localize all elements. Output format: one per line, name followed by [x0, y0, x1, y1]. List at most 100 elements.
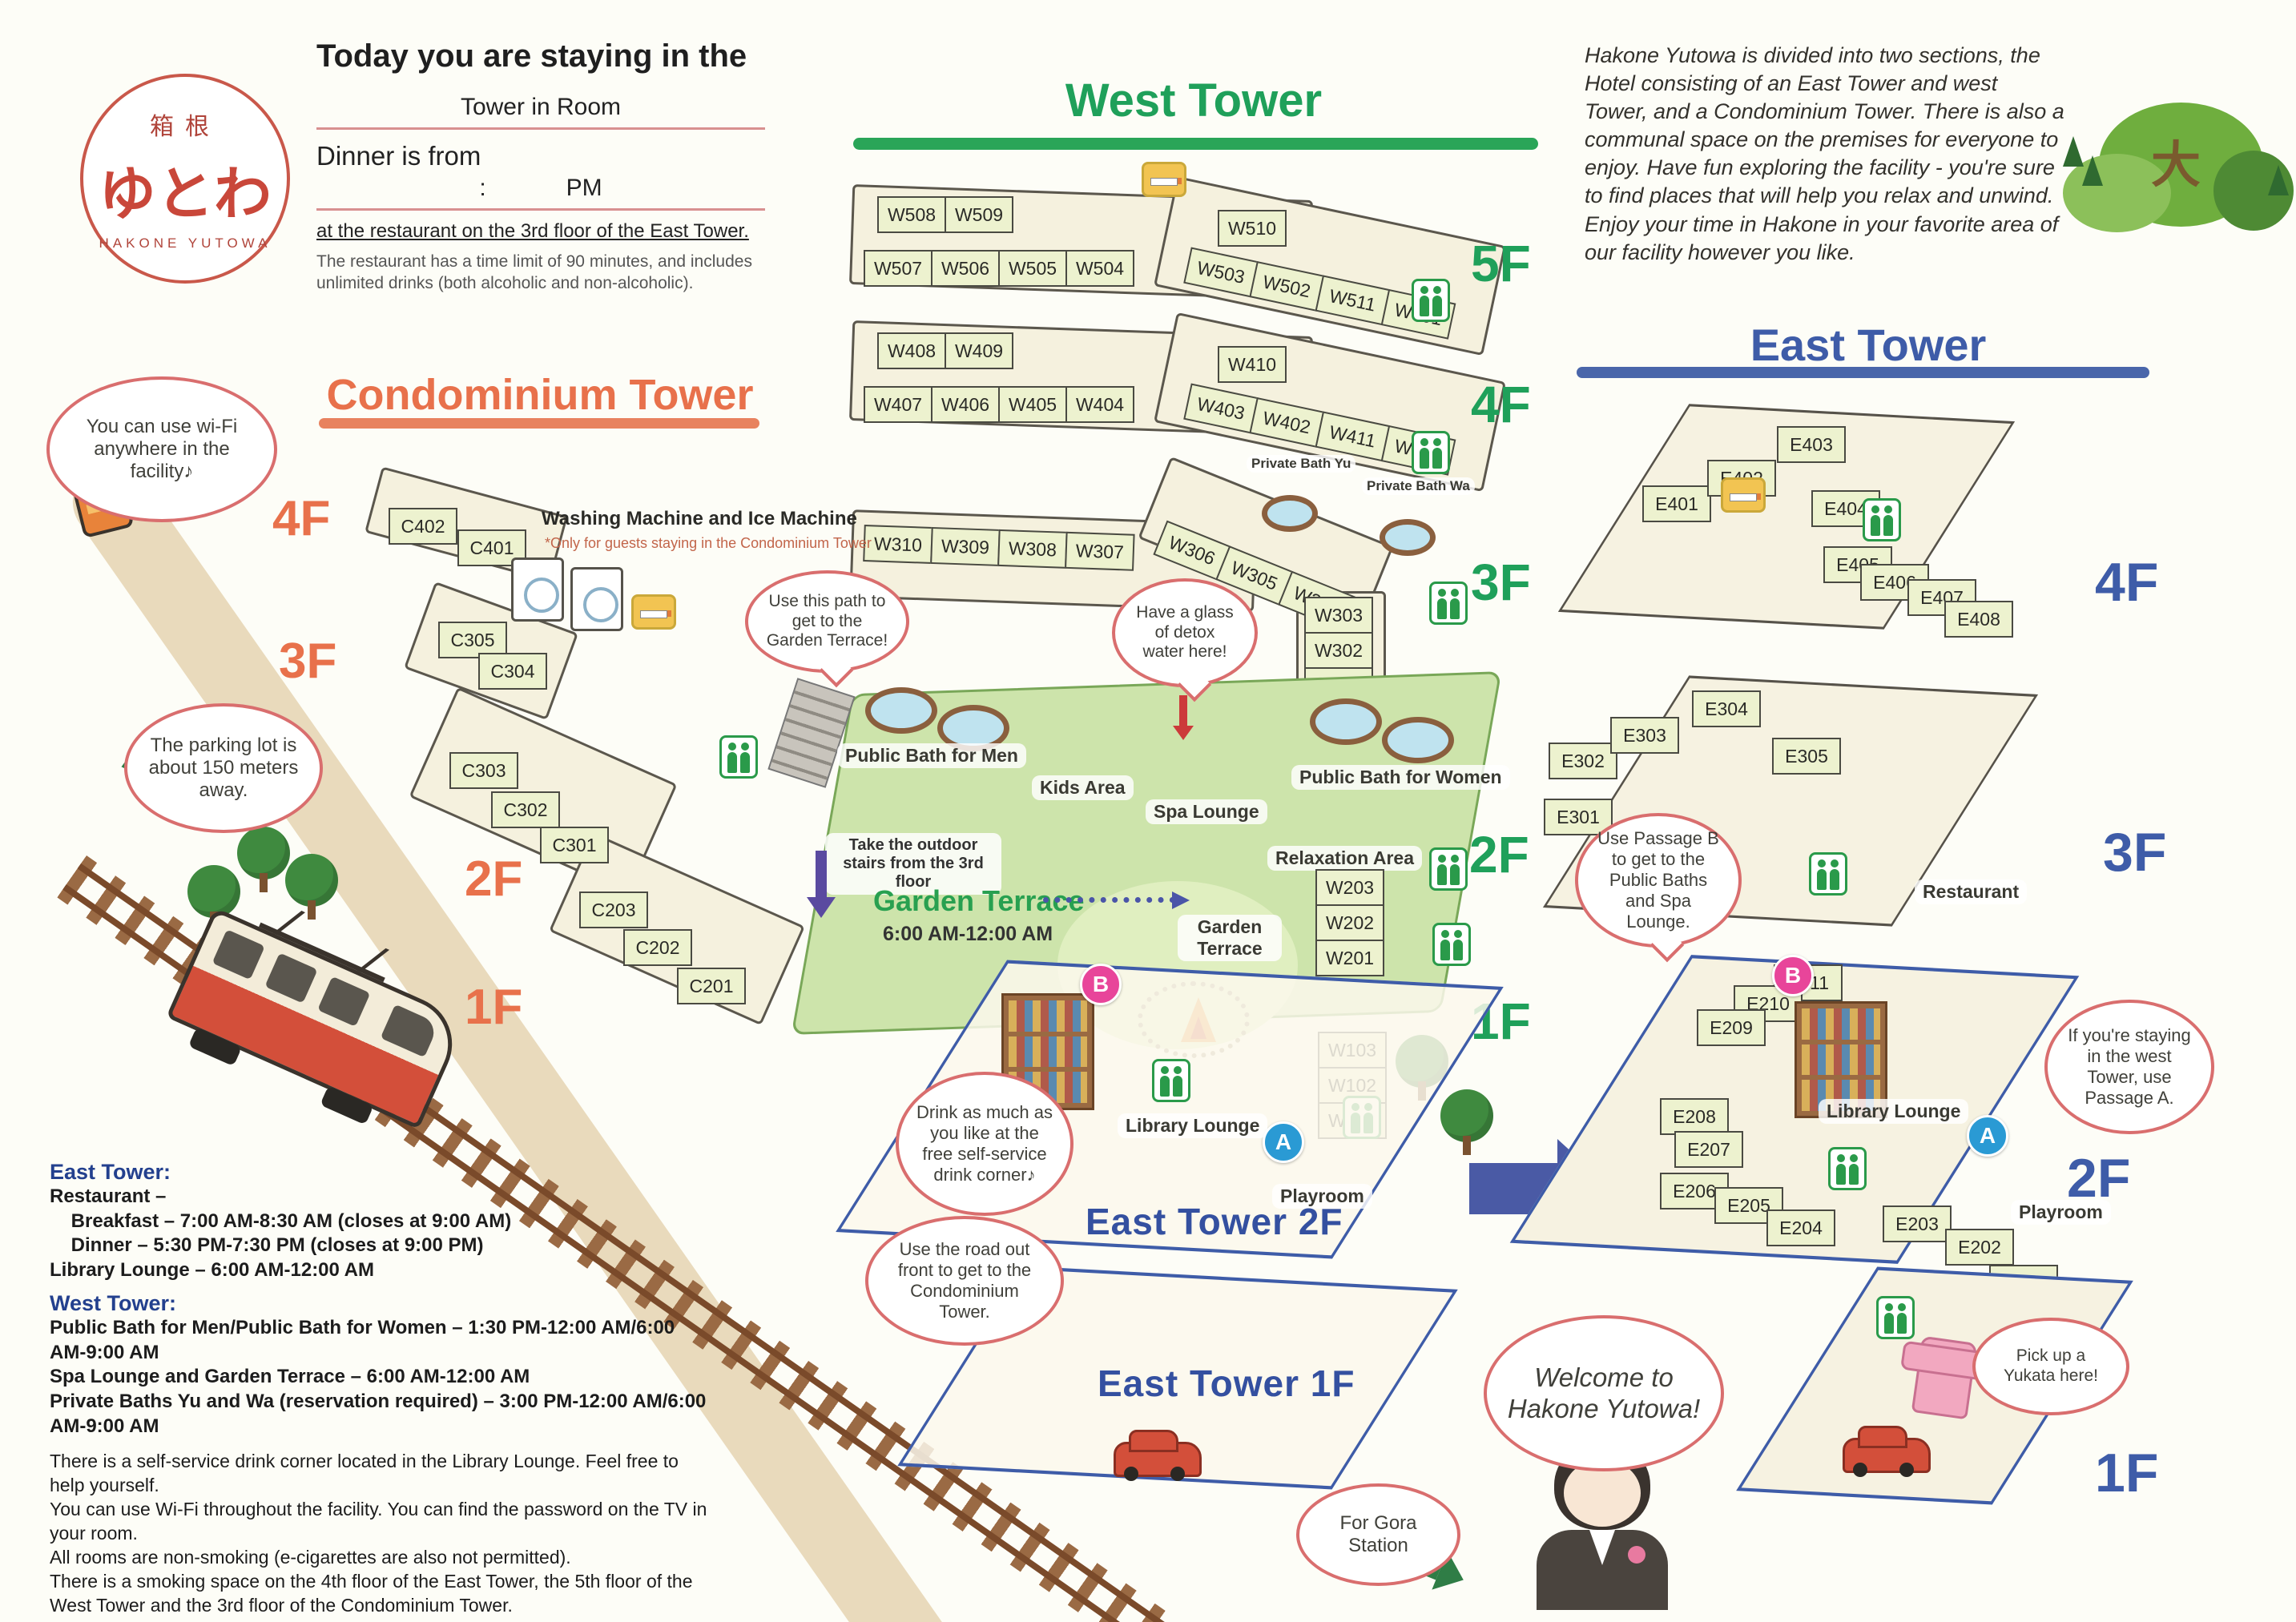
hours-info-panel: East Tower: Restaurant – Breakfast – 7:0…: [50, 1160, 715, 1622]
passage-a-bubble: If you're staying in the west Tower, use…: [2044, 1000, 2214, 1134]
west-4f-rooms-topright: W410: [1218, 346, 1287, 383]
hours-line: Restaurant –: [50, 1185, 167, 1207]
parking-bubble: The parking lot is about 150 meters away…: [124, 703, 323, 833]
room-cell: W407: [864, 386, 932, 423]
room-cell: W201: [1315, 940, 1384, 976]
room-cell: W405: [998, 386, 1067, 423]
playroom-label: Playroom: [2011, 1200, 2111, 1225]
room-cell: C202: [623, 929, 692, 966]
playroom-label: Playroom: [1272, 1184, 1372, 1209]
dotted-arrow-icon: [1043, 891, 1190, 909]
room-cell: W408: [877, 332, 946, 369]
library-lounge-label: Library Lounge: [1118, 1113, 1268, 1138]
room-cell: W406: [931, 386, 1000, 423]
restaurant-label: Restaurant: [1915, 879, 2028, 904]
car-icon: [1114, 1430, 1202, 1481]
smoking-area-icon: [1721, 477, 1766, 513]
passage-b-bubble: Use Passage B to get to the Public Baths…: [1575, 813, 1742, 948]
room-cell: E408: [1944, 601, 2013, 638]
east-1f-center-title: East Tower 1F: [1098, 1362, 1355, 1404]
condo-3f-label: 3F: [279, 634, 337, 689]
room-cell: C401: [457, 529, 526, 566]
west-title-underline: [853, 138, 1538, 150]
elevator-icon: [1828, 1147, 1867, 1190]
elevator-icon: [1412, 279, 1450, 322]
elevator-icon: [1429, 847, 1468, 891]
room-cell: W303: [1304, 597, 1373, 634]
passage-b-badge: B: [1772, 955, 1814, 996]
room-cell: W505: [998, 250, 1067, 287]
hours-line: Spa Lounge and Garden Terrace – 6:00 AM-…: [50, 1366, 530, 1388]
hours-note-line: All rooms are non-smoking (e-cigarettes …: [50, 1547, 571, 1568]
hours-note-line: There is a smoking space on the 4th floo…: [50, 1570, 693, 1616]
hours-line: Public Bath for Men/Public Bath for Wome…: [50, 1316, 679, 1363]
elevator-icon: [1809, 852, 1847, 896]
room-cell: C301: [540, 827, 609, 863]
mountain-character: 大: [2151, 138, 2201, 193]
washing-machine-icon: [511, 557, 564, 622]
elevator-icon: [1412, 431, 1450, 474]
elevator-icon: [1429, 582, 1468, 625]
west-5f-rooms-topright: W510: [1218, 210, 1287, 247]
east-1f-label: 1F: [2095, 1443, 2159, 1503]
bathtub-icon: [1380, 519, 1436, 556]
garden-terrace-map-label: Garden Terrace: [1178, 915, 1282, 961]
west-tower-title: West Tower: [1065, 74, 1323, 127]
room-cell: W507: [864, 250, 932, 287]
room-cell: E304: [1692, 690, 1761, 727]
stay-room-line: Tower in Room: [460, 94, 622, 120]
room-cell: W508: [877, 196, 946, 233]
tree-icon: [1440, 1089, 1493, 1155]
condo-2f-label: 2F: [465, 851, 523, 907]
room-cell: C305: [438, 622, 507, 658]
room-cell: W506: [931, 250, 1000, 287]
elevator-icon: [1876, 1296, 1915, 1339]
room-cell: W310: [863, 525, 933, 564]
intro-text: Hakone Yutowa is divided into two sectio…: [1585, 43, 2064, 264]
relaxation-area-label: Relaxation Area: [1267, 846, 1422, 871]
west-5f-label: 5F: [1471, 235, 1531, 292]
room-cell: E202: [1945, 1229, 2014, 1266]
divider: [316, 127, 765, 130]
room-cell: W410: [1218, 346, 1287, 383]
yukata-icon: [1911, 1335, 1978, 1420]
east-3f-label: 3F: [2103, 822, 2167, 883]
room-cell: E209: [1697, 1009, 1766, 1046]
room-cell: E403: [1777, 426, 1846, 463]
hotel-logo: 箱根 ゆとわ HAKONE YUTOWA: [80, 74, 290, 284]
west-4f-label: 4F: [1471, 376, 1531, 433]
bathtub-icon: [1310, 698, 1382, 745]
smoking-area-icon: [631, 594, 676, 630]
room-cell: W308: [997, 529, 1068, 569]
private-bath-wa-label: Private Bath Wa: [1362, 477, 1475, 495]
stay-title: Today you are staying in the: [316, 38, 747, 74]
room-cell: C201: [677, 968, 746, 1004]
room-cell: W509: [945, 196, 1013, 233]
room-cell: W504: [1065, 250, 1134, 287]
room-cell: W307: [1065, 531, 1135, 571]
dinner-time: : PM: [479, 175, 602, 201]
staff-woman-illustration: [1522, 1440, 1682, 1612]
condo-tower-title: Condominium Tower: [326, 371, 754, 419]
detox-water-bubble: Have a glass of detox water here!: [1112, 578, 1258, 687]
hours-line: Private Baths Yu and Wa (reservation req…: [50, 1391, 711, 1437]
hours-note-line: There is a self-service drink corner loc…: [50, 1451, 679, 1496]
washing-machine-title: Washing Machine and Ice Machine: [542, 508, 857, 529]
east-2f-label: 2F: [2067, 1148, 2131, 1209]
dinner-label: Dinner is from: [316, 141, 481, 171]
hours-line: Breakfast – 7:00 AM-8:30 AM (closes at 9…: [50, 1209, 512, 1232]
elevator-icon: [719, 735, 758, 779]
tree-icon: [237, 827, 290, 892]
condo-title-underline: [319, 418, 759, 429]
room-cell: W409: [945, 332, 1013, 369]
bathtub-icon: [865, 687, 937, 734]
public-bath-women-label: Public Bath for Women: [1291, 765, 1510, 790]
wifi-bubble: You can use wi-Fi anywhere in the facili…: [46, 376, 277, 522]
smoking-area-icon: [1142, 162, 1186, 197]
logo-en: HAKONE YUTOWA: [99, 235, 272, 251]
elevator-icon: [1863, 498, 1901, 541]
spa-lounge-label: Spa Lounge: [1146, 799, 1267, 824]
bathtub-icon: [1382, 717, 1454, 763]
room-cell: C304: [478, 653, 547, 690]
